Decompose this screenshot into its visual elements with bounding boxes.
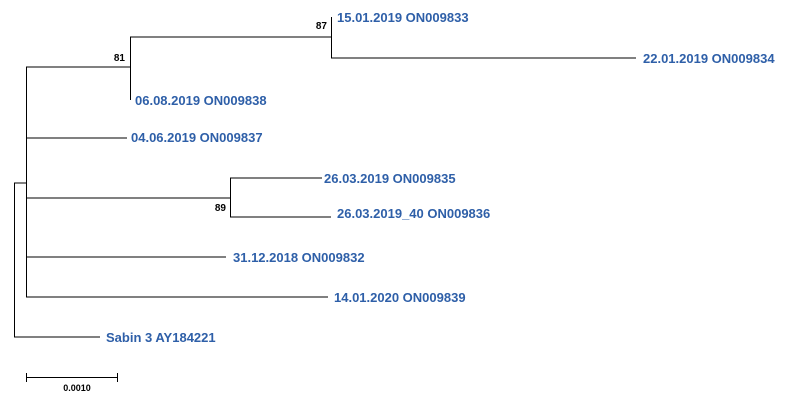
leaf-label-on009838: 06.08.2019 ON009838 (135, 93, 267, 108)
leaf-label-on009833: 15.01.2019 ON009833 (337, 10, 469, 25)
support-value-89: 89 (215, 203, 227, 214)
leaf-label-on009836: 26.03.2019_40 ON009836 (337, 206, 490, 221)
scale-bar: 0.0010 (26, 373, 118, 393)
support-value-81: 81 (114, 53, 126, 64)
leaf-label-on009839: 14.01.2020 ON009839 (334, 290, 466, 305)
leaf-label-on009835: 26.03.2019 ON009835 (324, 171, 456, 186)
support-value-87: 87 (316, 21, 328, 32)
leaf-label-sabin3: Sabin 3 AY184221 (106, 330, 216, 345)
leaf-label-on009834: 22.01.2019 ON009834 (643, 51, 775, 66)
leaf-label-on009837: 04.06.2019 ON009837 (131, 130, 263, 145)
leaf-label-on009832: 31.12.2018 ON009832 (233, 250, 365, 265)
scale-bar-label: 0.0010 (63, 383, 91, 393)
